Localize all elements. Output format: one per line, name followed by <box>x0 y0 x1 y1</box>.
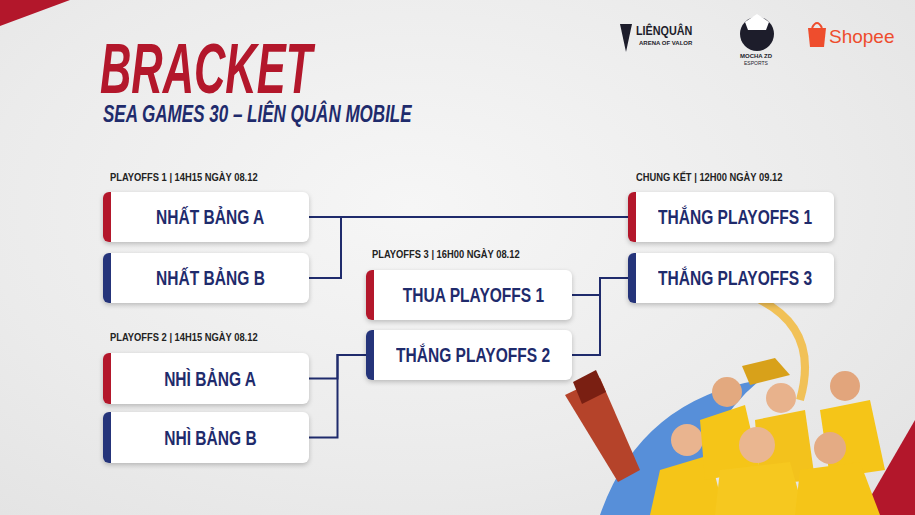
logo-text: ESPORTS <box>744 61 768 66</box>
team-slot-box: NHẤT BẢNG B <box>103 253 309 303</box>
player-head <box>814 432 846 464</box>
player-head <box>712 377 742 407</box>
color-stripe <box>366 330 374 380</box>
mocha-emblem-crown <box>745 14 769 30</box>
subtitle-wrap: SEA GAMES 30 – LIÊN QUÂN MOBILE <box>103 103 520 126</box>
slot-name: THUA PLAYOFFS 1 <box>403 283 544 307</box>
match-header: PLAYOFFS 1 | 14H15 NGÀY 08.12 <box>110 172 258 183</box>
corner-accent <box>0 0 70 26</box>
logo-text-wrap: ESPORTS <box>744 61 768 66</box>
shopee-bag <box>808 28 826 47</box>
player-head <box>739 427 775 463</box>
bracket-connector <box>309 217 628 278</box>
team-slot-box: NHÌ BẢNG B <box>103 412 309 463</box>
team-slot-box: THẮNG PLAYOFFS 3 <box>628 253 834 303</box>
shopee-bag-handle <box>812 23 822 28</box>
team-slot-box: THẮNG PLAYOFFS 1 <box>628 192 834 242</box>
match-header-wrap: PLAYOFFS 1 | 14H15 NGÀY 08.12 <box>110 172 284 183</box>
team-slot-box: NHÌ BẢNG A <box>103 353 309 404</box>
team-slot-box: THẮNG PLAYOFFS 2 <box>366 330 572 380</box>
sword-hilt <box>573 370 606 404</box>
slot-name: NHÌ BẢNG B <box>164 426 256 450</box>
match-header-wrap: PLAYOFFS 3 | 16H00 NGÀY 08.12 <box>372 249 546 260</box>
match-header: CHUNG KẾT | 12H00 NGÀY 09.12 <box>636 172 782 183</box>
player-body <box>715 462 805 515</box>
slot-name: NHẤT BẢNG A <box>156 205 264 229</box>
color-stripe <box>103 353 111 404</box>
logo-text-wrap: LIÊNQUÂN <box>636 25 699 37</box>
color-stripe <box>628 192 636 242</box>
slot-name: NHÌ BẢNG A <box>165 367 257 391</box>
logo-text: LIÊNQUÂN <box>636 25 692 37</box>
color-stripe <box>366 270 374 320</box>
color-stripe <box>628 253 636 303</box>
team-slot-box: THUA PLAYOFFS 1 <box>366 270 572 320</box>
slot-name: THẮNG PLAYOFFS 3 <box>659 266 813 290</box>
logo-text-wrap: Shopee <box>829 27 895 46</box>
lienquan-emblem <box>620 24 632 52</box>
logo-text-wrap: MOCHA ZD <box>740 53 772 59</box>
title-wrap: BRACKET <box>100 34 442 104</box>
logo-text-wrap: ARENA OF VALOR <box>639 40 692 46</box>
color-stripe <box>103 253 111 303</box>
match-header: PLAYOFFS 2 | 14H15 NGÀY 08.12 <box>110 332 258 343</box>
player-body <box>795 462 880 515</box>
color-stripe <box>103 412 111 463</box>
player-head <box>830 371 860 401</box>
gold-emblem <box>742 358 790 385</box>
logo-text: MOCHA ZD <box>740 53 772 59</box>
logo-text: Shopee <box>829 27 895 46</box>
match-header-wrap: PLAYOFFS 2 | 14H15 NGÀY 08.12 <box>110 332 284 343</box>
subtitle: SEA GAMES 30 – LIÊN QUÂN MOBILE <box>103 103 412 126</box>
team-slot-box: NHẤT BẢNG A <box>103 192 309 242</box>
bracket-connector <box>572 278 628 355</box>
slot-name: THẮNG PLAYOFFS 2 <box>397 343 551 367</box>
match-header: PLAYOFFS 3 | 16H00 NGÀY 08.12 <box>372 249 520 260</box>
player-head <box>671 424 703 456</box>
logo-text: ARENA OF VALOR <box>639 40 692 46</box>
match-header-wrap: CHUNG KẾT | 12H00 NGÀY 09.12 <box>636 172 808 183</box>
bracket-connector <box>309 355 366 438</box>
slot-name: NHẤT BẢNG B <box>156 266 265 290</box>
slot-name: THẮNG PLAYOFFS 1 <box>659 205 813 229</box>
player-head <box>766 383 796 413</box>
title: BRACKET <box>100 34 312 104</box>
color-stripe <box>103 192 111 242</box>
